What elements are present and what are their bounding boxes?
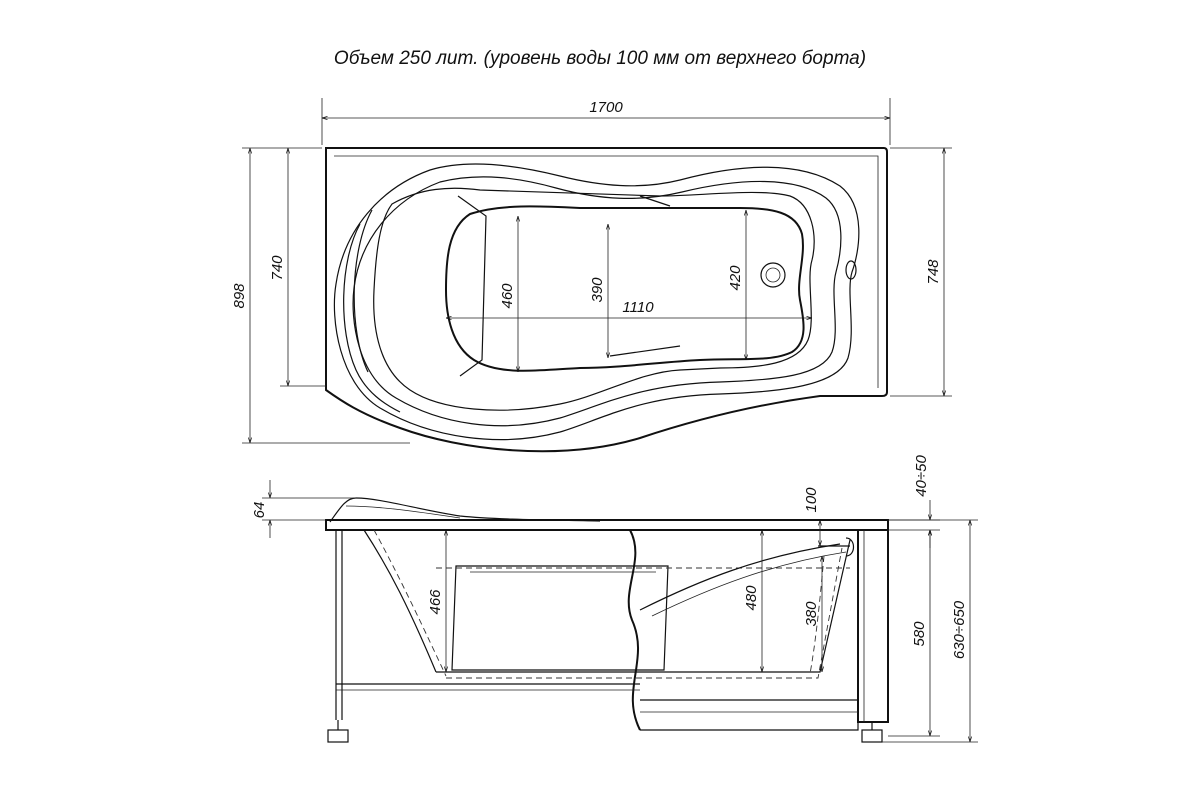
bowl-outer-contour <box>333 163 860 441</box>
leg-foot-right <box>861 729 883 743</box>
dim-basin-length: 1110 <box>622 299 654 316</box>
tub-outline <box>325 147 888 453</box>
dim-basin-width-left: 460 <box>499 283 516 309</box>
drawing-title: Объем 250 лит. (уровень воды 100 мм от в… <box>333 48 867 69</box>
dim-headrest-height: 64 <box>251 502 268 519</box>
dim-basin-depth-left: 466 <box>427 589 444 615</box>
dim-basin-width-right: 420 <box>727 265 744 291</box>
dim-rim-gap: 40÷50 <box>913 455 930 497</box>
dim-length: 1700 <box>589 99 623 116</box>
dim-width-right: 748 <box>925 259 942 285</box>
side-rim <box>325 519 889 531</box>
dim-basin-depth-right: 380 <box>803 601 820 627</box>
top-view: 1700 898 740 748 1110 460 390 420 <box>231 98 952 453</box>
leg-foot-left <box>327 729 349 743</box>
end-panel <box>857 529 889 723</box>
dim-total-height: 630÷650 <box>951 600 968 659</box>
dim-width-rim: 740 <box>269 255 286 281</box>
dim-tub-height: 580 <box>911 621 928 647</box>
side-view: 64 100 40÷50 466 480 380 580 630÷650 <box>251 455 978 743</box>
dim-basin-width-mid: 390 <box>589 277 606 303</box>
drain-icon <box>760 262 786 288</box>
headrest <box>329 497 601 523</box>
dim-width-total: 898 <box>231 283 248 309</box>
dim-basin-depth-mid: 480 <box>743 585 760 611</box>
overflow-icon <box>845 260 857 280</box>
dim-water-level: 100 <box>803 487 820 513</box>
basin-outline <box>444 205 805 372</box>
